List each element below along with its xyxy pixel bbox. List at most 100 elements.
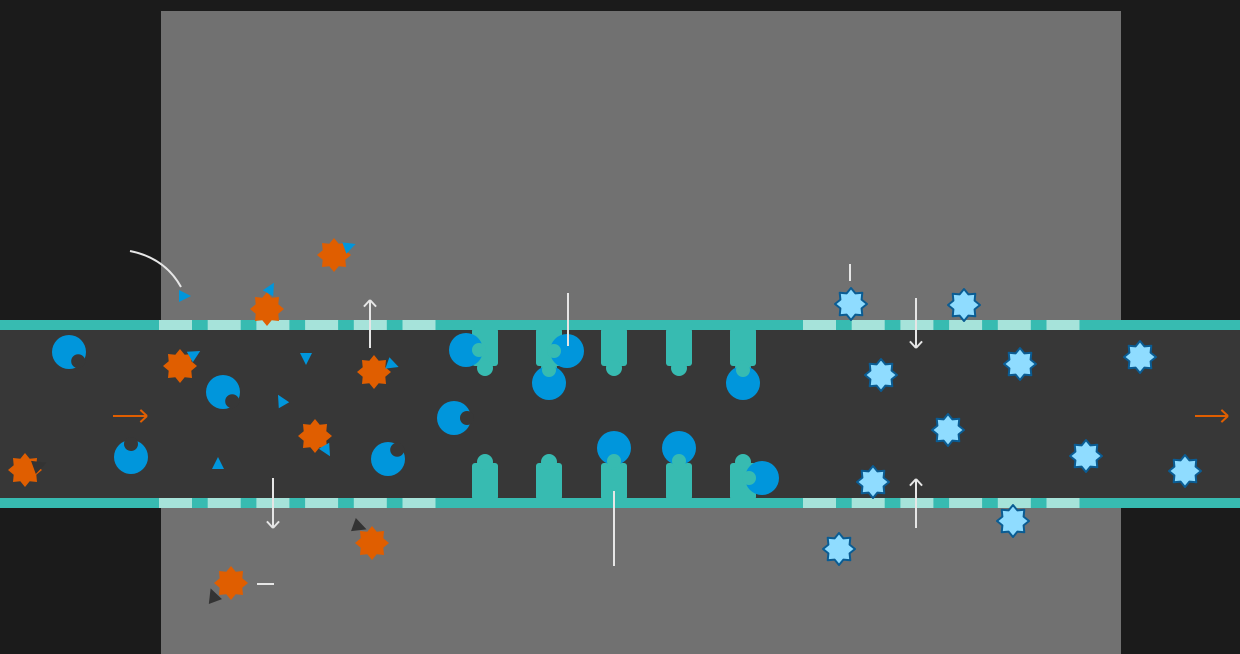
receptor-bottom bbox=[601, 463, 627, 500]
product-star-icon bbox=[856, 465, 890, 499]
binder-molecule bbox=[597, 431, 631, 465]
drug-star-icon bbox=[163, 349, 197, 383]
product-star-icon bbox=[947, 288, 981, 322]
ligand-triangle-icon bbox=[208, 588, 222, 604]
ligand-triangle-icon bbox=[186, 351, 201, 363]
receptor-top bbox=[730, 328, 756, 366]
drug-star-icon bbox=[355, 526, 389, 560]
ligand-triangle-icon bbox=[385, 357, 399, 369]
membrane-pore bbox=[949, 320, 983, 330]
membrane-pore bbox=[402, 498, 436, 508]
binding-site bbox=[742, 471, 756, 485]
drug-star-icon bbox=[250, 292, 284, 326]
arrow-head bbox=[1220, 409, 1229, 417]
receptor-bottom bbox=[472, 463, 498, 500]
drug-star-icon bbox=[298, 419, 332, 453]
arrow-head bbox=[915, 340, 923, 349]
membrane-wall bbox=[0, 498, 1240, 508]
product-star-icon bbox=[864, 358, 898, 392]
membrane-pore bbox=[207, 320, 241, 330]
receptor-bottom bbox=[666, 463, 692, 500]
receptor-bump bbox=[477, 454, 493, 470]
binding-site bbox=[472, 343, 486, 357]
arrow-head bbox=[915, 478, 923, 487]
arrow-head bbox=[139, 415, 148, 423]
product-star-icon bbox=[931, 413, 965, 447]
binding-site bbox=[736, 363, 750, 377]
ligand-triangle-icon bbox=[278, 394, 290, 409]
binder-molecule bbox=[114, 440, 148, 474]
arrow-head bbox=[1220, 415, 1229, 423]
receptor-bump bbox=[477, 360, 493, 376]
arrow-head bbox=[272, 520, 280, 529]
product-star-icon bbox=[1003, 347, 1037, 381]
binder-molecule bbox=[532, 366, 566, 400]
binder-molecule bbox=[726, 366, 760, 400]
binding-site bbox=[460, 411, 474, 425]
product-star-icon bbox=[1168, 454, 1202, 488]
receptor-bump bbox=[671, 360, 687, 376]
binding-site bbox=[124, 437, 138, 451]
curved-arrow-icon bbox=[129, 250, 182, 288]
arrow-head bbox=[369, 299, 377, 308]
ligand-triangle-icon bbox=[351, 518, 367, 532]
ligand-triangle-icon bbox=[300, 353, 312, 365]
receptor-top bbox=[666, 328, 692, 366]
binder-molecule bbox=[745, 461, 779, 495]
membrane-pore bbox=[256, 320, 290, 330]
binding-site bbox=[542, 363, 556, 377]
arrows bbox=[113, 250, 1229, 585]
product-star-icon bbox=[1123, 340, 1157, 374]
binder-molecule bbox=[437, 401, 471, 435]
drug-star-icon bbox=[214, 566, 248, 600]
membrane-pore bbox=[305, 498, 339, 508]
ligand-triangle-icon bbox=[318, 442, 330, 457]
membrane-pore bbox=[159, 498, 192, 508]
receptor-bottom bbox=[536, 463, 562, 500]
arrow-head bbox=[139, 409, 148, 417]
arrow-head bbox=[909, 478, 917, 487]
ligand-triangle-icon bbox=[31, 460, 47, 474]
binder-molecule bbox=[662, 431, 696, 465]
ligand-triangle-icon bbox=[342, 242, 356, 254]
product-star-icon bbox=[834, 287, 868, 321]
arrow-head bbox=[363, 299, 371, 308]
membrane-pore bbox=[305, 320, 339, 330]
binding-site bbox=[225, 394, 240, 409]
receptor-top bbox=[601, 328, 627, 366]
ligand-triangle-icon bbox=[179, 290, 191, 302]
ligand-triangle-icon bbox=[262, 282, 274, 297]
product-star-icon bbox=[1069, 439, 1103, 473]
drug-star-icon bbox=[357, 355, 391, 389]
membrane-pore bbox=[803, 320, 836, 330]
product-star-icon bbox=[996, 504, 1030, 538]
arrow-head bbox=[266, 520, 274, 529]
membrane-pore bbox=[997, 320, 1031, 330]
membrane-pore bbox=[1046, 498, 1080, 508]
drug-star-icon bbox=[317, 238, 351, 272]
receptor-bump bbox=[735, 454, 751, 470]
binding-site bbox=[607, 454, 621, 468]
membrane-pore bbox=[851, 498, 885, 508]
product-star-icon bbox=[822, 532, 856, 566]
particles bbox=[8, 238, 1202, 604]
binder-molecule bbox=[449, 333, 483, 367]
membrane-pore bbox=[997, 498, 1031, 508]
membrane-pore bbox=[949, 498, 983, 508]
receptor-bump bbox=[606, 360, 622, 376]
membrane-pore bbox=[159, 320, 192, 330]
binding-site bbox=[672, 454, 686, 468]
receptor-bump bbox=[541, 454, 557, 470]
membrane-wall bbox=[0, 320, 1240, 330]
binding-site bbox=[547, 344, 561, 358]
ligand-triangle-icon bbox=[212, 457, 224, 469]
membrane-pore bbox=[353, 498, 387, 508]
binding-site bbox=[390, 442, 405, 457]
membrane-pore bbox=[207, 498, 241, 508]
binder-molecule bbox=[550, 334, 584, 368]
membrane-pore bbox=[851, 320, 885, 330]
binding-site bbox=[71, 354, 86, 369]
membrane-pore bbox=[803, 498, 836, 508]
arrow-head bbox=[909, 340, 917, 349]
